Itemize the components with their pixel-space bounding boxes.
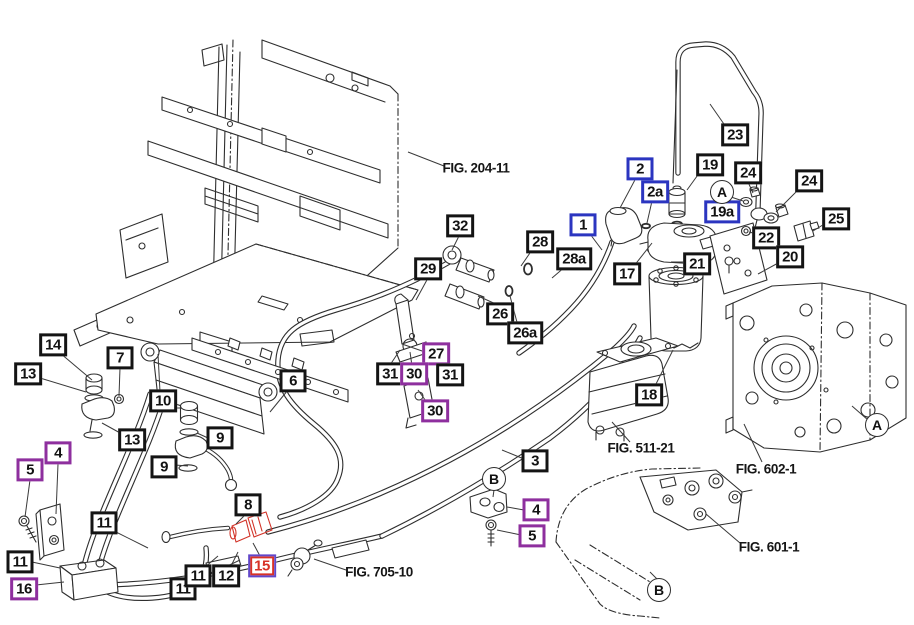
part-callout-28a-21[interactable]: 28a xyxy=(556,247,592,271)
part-callout-26-22[interactable]: 26 xyxy=(486,302,514,326)
part-callout-11-10[interactable]: 11 xyxy=(90,511,118,535)
left-clamp-bracket-drawing xyxy=(18,503,65,561)
part-callout-5-9[interactable]: 5 xyxy=(16,458,44,482)
part-callout-13-1[interactable]: 13 xyxy=(14,362,42,386)
part-callout-25-39[interactable]: 25 xyxy=(822,207,850,231)
figure-reference-4[interactable]: FIG. 705-10 xyxy=(345,564,413,580)
part-callout-4-44[interactable]: 4 xyxy=(522,498,550,522)
part-callout-24-37[interactable]: 24 xyxy=(795,169,823,193)
view-letter-b-3: B xyxy=(647,578,671,602)
figure-reference-0[interactable]: FIG. 204-11 xyxy=(442,160,510,176)
part-callout-10-3[interactable]: 10 xyxy=(149,389,177,413)
part-callout-3-29[interactable]: 3 xyxy=(521,449,549,473)
part-callout-8-17[interactable]: 8 xyxy=(234,493,262,517)
part-callout-24-35[interactable]: 24 xyxy=(734,161,762,185)
view-letter-b-2: B xyxy=(482,467,506,491)
part-callout-11-14[interactable]: 11 xyxy=(184,564,212,588)
radiator-frame-drawing xyxy=(73,39,419,353)
part-callout-30-28[interactable]: 30 xyxy=(421,399,449,423)
engine-mount-drawing xyxy=(555,467,753,619)
part-callout-23-38[interactable]: 23 xyxy=(721,123,749,147)
part-callout-1-30[interactable]: 1 xyxy=(569,213,597,237)
oil-cooler-drawing xyxy=(81,337,349,472)
part-callout-27-24[interactable]: 27 xyxy=(422,342,450,366)
manifold-block-drawing xyxy=(59,558,119,601)
part-callout-31-25[interactable]: 31 xyxy=(376,362,404,386)
part-callout-28-20[interactable]: 28 xyxy=(526,230,554,254)
part-callout-12-15[interactable]: 12 xyxy=(212,564,240,588)
part-callout-16-12[interactable]: 16 xyxy=(10,577,38,601)
flywheel-housing-drawing xyxy=(725,282,907,453)
banjo-fitting-cluster-drawing xyxy=(442,245,533,310)
part-callout-30-26[interactable]: 30 xyxy=(400,362,428,386)
part-callout-15-16[interactable]: 15 xyxy=(248,554,276,578)
part-callout-9-7[interactable]: 9 xyxy=(150,455,178,479)
part-callout-19-34[interactable]: 19 xyxy=(696,153,724,177)
part-callout-4-8[interactable]: 4 xyxy=(44,441,72,465)
part-callout-32-18[interactable]: 32 xyxy=(446,214,474,238)
view-letter-a-1: A xyxy=(865,413,889,437)
part-callout-7-2[interactable]: 7 xyxy=(106,346,134,370)
part-callout-5-45[interactable]: 5 xyxy=(518,524,546,548)
figure-reference-1[interactable]: FIG. 511-21 xyxy=(607,440,675,456)
part-callout-17-31[interactable]: 17 xyxy=(613,262,641,286)
part-callout-6-4[interactable]: 6 xyxy=(279,369,307,393)
part-callout-18-43[interactable]: 18 xyxy=(635,383,663,407)
part-callout-21-42[interactable]: 21 xyxy=(683,252,711,276)
part-callout-29-19[interactable]: 29 xyxy=(414,257,442,281)
figure-reference-3[interactable]: FIG. 601-1 xyxy=(738,539,800,555)
part-callout-2a-33[interactable]: 2a xyxy=(641,180,669,204)
fuel-pump-drawing xyxy=(587,337,679,442)
check-valve-drawing xyxy=(287,539,323,577)
part-callout-11-11[interactable]: 11 xyxy=(6,550,34,574)
right-clamp-bracket-drawing xyxy=(469,488,508,547)
part-callout-9-6[interactable]: 9 xyxy=(206,426,234,450)
part-callout-14-0[interactable]: 14 xyxy=(39,333,67,357)
part-callout-13-5[interactable]: 13 xyxy=(118,428,146,452)
part-callout-31-27[interactable]: 31 xyxy=(436,363,464,387)
figure-reference-2[interactable]: FIG. 602-1 xyxy=(735,461,797,477)
part-callout-2-32[interactable]: 2 xyxy=(626,157,654,181)
part-callout-20-41[interactable]: 20 xyxy=(776,245,804,269)
view-letter-a-0: A xyxy=(710,180,734,204)
part-callout-22-40[interactable]: 22 xyxy=(752,226,780,250)
part-callout-26a-23[interactable]: 26a xyxy=(507,321,543,345)
